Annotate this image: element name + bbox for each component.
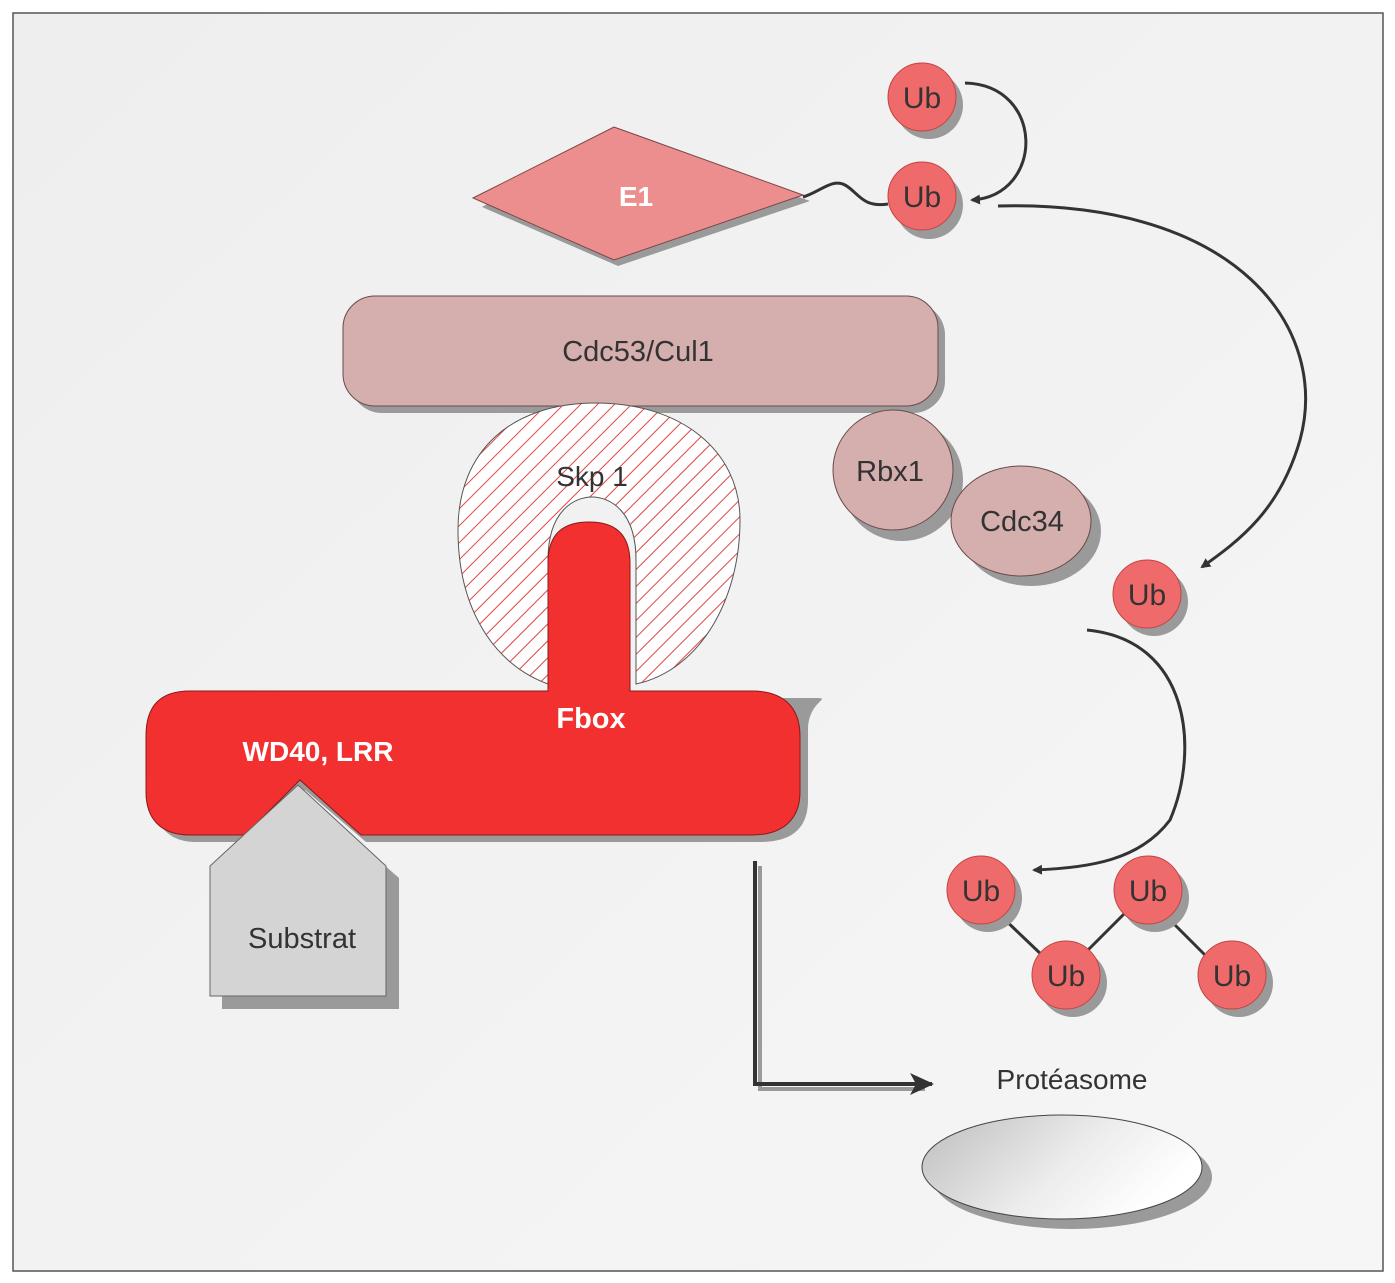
polyub-4: Ub — [1197, 940, 1273, 1017]
wd40-lrr-label: WD40, LRR — [243, 736, 394, 767]
polyub-4-label: Ub — [1213, 960, 1251, 993]
ub-loaded: Ub — [887, 161, 963, 239]
fbox-label: Fbox — [556, 703, 625, 735]
ub-free-label: Ub — [903, 82, 941, 115]
skp1: Skp 1 — [457, 402, 741, 685]
proteasome: Protéasome — [921, 1064, 1212, 1229]
degradation-arrow — [753, 861, 934, 1095]
cdc34: Cdc34 — [950, 465, 1101, 586]
e1-enzyme: E1 — [471, 126, 810, 266]
polyub-2: Ub — [1031, 940, 1107, 1017]
e1-ub-link — [802, 181, 889, 207]
chain-link — [1170, 920, 1212, 962]
polyub-3: Ub — [1113, 855, 1189, 932]
cullin-label: Cdc53/Cul1 — [562, 336, 714, 368]
ub-free: Ub — [887, 62, 963, 139]
polyub-2-label: Ub — [1047, 960, 1085, 993]
e1-label: E1 — [619, 181, 653, 212]
polyub-3-label: Ub — [1129, 875, 1167, 908]
rbx1-label: Rbx1 — [856, 456, 924, 488]
polyub-1: Ub — [946, 855, 1022, 932]
fbox-protein: Fbox WD40, LRR — [145, 521, 822, 842]
skp1-label: Skp 1 — [556, 461, 628, 492]
ub-loaded-label: Ub — [903, 181, 941, 214]
ub-transfer: Ub — [1112, 559, 1188, 636]
polyubiquitin-chain: Ub Ub Ub Ub — [946, 855, 1273, 1017]
polyub-arrow — [1032, 628, 1187, 875]
cullin-cdc53-cul1: Cdc53/Cul1 — [342, 295, 945, 413]
ub-activation-arrow — [964, 81, 1028, 205]
ub-transfer-label: Ub — [1128, 579, 1166, 612]
substrate-label: Substrat — [248, 923, 356, 955]
cdc34-label: Cdc34 — [980, 506, 1064, 538]
substrate: Substrat — [209, 784, 399, 1009]
degradation-arrow-shadow — [758, 866, 925, 1091]
rbx1: Rbx1 — [832, 409, 963, 541]
polyub-1-label: Ub — [962, 875, 1000, 908]
ub-transfer-arrow — [997, 204, 1308, 569]
chain-link — [1086, 911, 1127, 952]
proteasome-label: Protéasome — [997, 1064, 1148, 1095]
